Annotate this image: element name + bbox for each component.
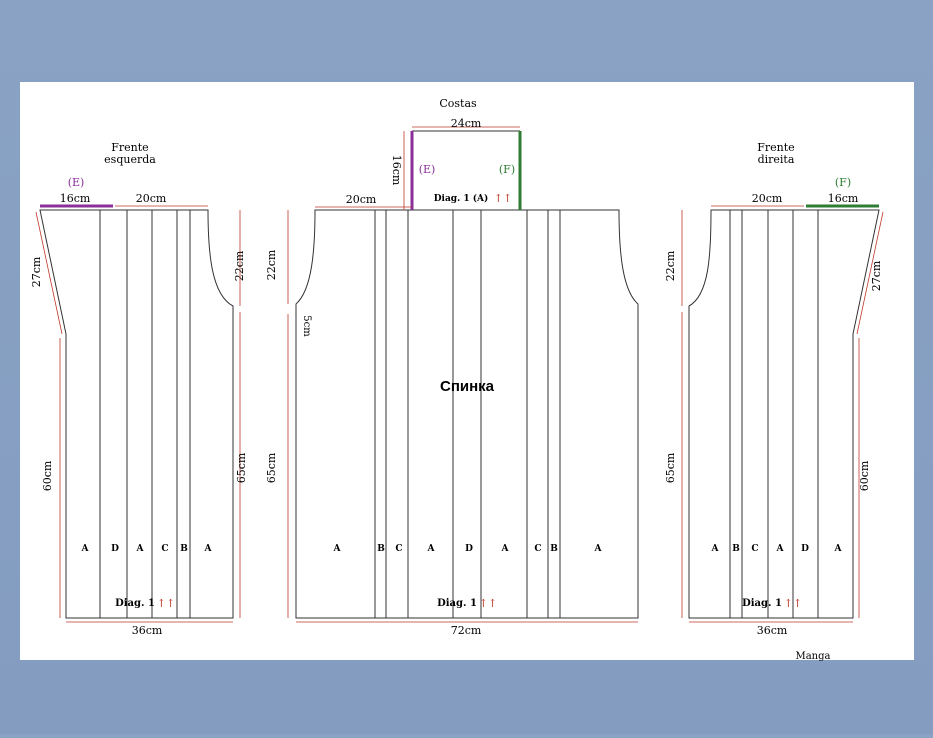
back-col-9: A	[594, 544, 603, 554]
back-columns: A B C A D A C B A	[333, 544, 603, 554]
back-col-5: D	[465, 544, 473, 554]
sleeve-label: Manga	[795, 651, 830, 662]
back-col-2: B	[377, 544, 385, 554]
back-center-label: Спинка	[440, 378, 495, 395]
right-col-5: D	[801, 544, 809, 554]
right-columns: A B C A D A	[711, 544, 843, 554]
back-f-label: (F)	[499, 163, 515, 176]
right-neck: 16cm	[828, 192, 859, 205]
left-col-5: B	[180, 544, 188, 554]
left-title-line2: esquerda	[104, 153, 156, 166]
left-neck: 16cm	[60, 192, 91, 205]
left-col-1: A	[81, 544, 90, 554]
back-title: Costas	[439, 97, 477, 110]
right-side-right: 60cm	[858, 460, 871, 491]
left-col-6: A	[204, 544, 213, 554]
back-col-4: A	[427, 544, 436, 554]
left-side-left: 60cm	[41, 460, 54, 491]
right-front-outline	[688, 209, 880, 619]
left-side-right: 65cm	[235, 452, 248, 483]
right-diag: Diag. 1	[742, 598, 782, 609]
left-columns: A D A C B A	[81, 544, 213, 554]
back-outline	[295, 209, 639, 619]
right-slope: 27cm	[870, 260, 883, 291]
left-front-piece	[39, 209, 234, 619]
right-col-3: C	[751, 544, 758, 554]
back-diag-top: Diag. 1 (A)	[434, 193, 489, 204]
right-f-label: (F)	[835, 176, 851, 189]
right-measure-lines	[681, 205, 884, 623]
back-piece	[295, 209, 639, 619]
left-measure-lines	[35, 205, 241, 623]
back-col-7: C	[534, 544, 541, 554]
right-shoulder: 20cm	[752, 192, 783, 205]
left-shoulder: 20cm	[136, 192, 167, 205]
right-col-4: A	[776, 544, 785, 554]
right-col-1: A	[711, 544, 720, 554]
left-col-2: D	[111, 544, 119, 554]
left-e-label: (E)	[68, 176, 85, 189]
right-armhole: 22cm	[664, 250, 677, 281]
left-armhole: 22cm	[233, 250, 246, 281]
right-title-line1: Frente	[757, 141, 794, 154]
back-shoulder: 20cm	[346, 193, 377, 206]
back-measure-lines	[287, 126, 638, 623]
back-height: 65cm	[265, 452, 278, 483]
back-col-1: A	[333, 544, 342, 554]
left-width: 36cm	[132, 624, 163, 637]
left-title-line1: Frente	[111, 141, 148, 154]
left-col-4: C	[161, 544, 168, 554]
right-diag-arrows: ↑↑	[784, 597, 802, 610]
back-col-3: C	[395, 544, 402, 554]
left-col-3: A	[136, 544, 145, 554]
left-diag-arrows: ↑↑	[157, 597, 175, 610]
paper	[20, 82, 914, 660]
right-side-left: 65cm	[664, 452, 677, 483]
back-neck-box	[410, 130, 522, 210]
back-width: 72cm	[451, 624, 482, 637]
back-armhole-curve: 5cm	[301, 315, 312, 337]
right-col-2: B	[732, 544, 740, 554]
back-neck-height: 16cm	[390, 155, 403, 186]
back-neck-width: 24cm	[451, 117, 482, 130]
left-diag: Diag. 1	[115, 598, 155, 609]
back-diag-bottom: Diag. 1	[437, 598, 477, 609]
right-title-line2: direita	[758, 153, 795, 166]
back-col-8: B	[550, 544, 558, 554]
back-armhole: 22cm	[265, 249, 278, 280]
left-slope: 27cm	[30, 256, 43, 287]
back-e-label: (E)	[419, 163, 436, 176]
right-front-piece	[688, 209, 880, 619]
left-front-outline	[39, 209, 234, 619]
back-col-6: A	[501, 544, 510, 554]
right-width: 36cm	[757, 624, 788, 637]
back-diag-bottom-arrows: ↑↑	[479, 597, 497, 610]
back-diag-top-arrows: ↑↑	[494, 192, 512, 205]
right-col-6: A	[834, 544, 843, 554]
